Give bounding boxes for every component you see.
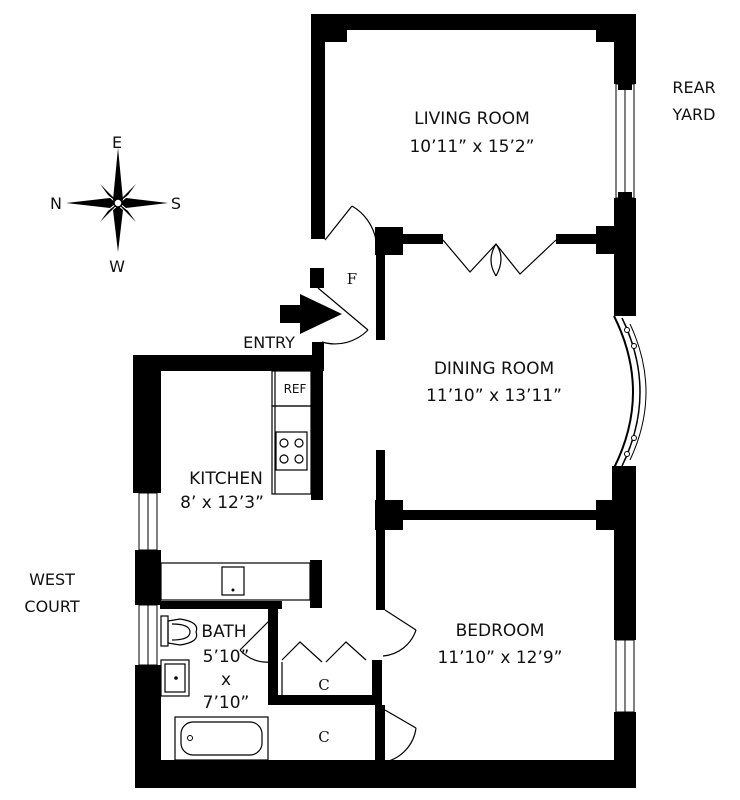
living-room-window	[615, 83, 635, 199]
dining-room-dimensions: 11’10” x 13’11”	[426, 386, 562, 406]
bedroom-name: BEDROOM	[456, 621, 545, 641]
stove	[275, 431, 308, 471]
compass-east-label: E	[112, 133, 122, 152]
lower-counter	[160, 562, 311, 601]
bathtub	[174, 716, 269, 761]
entry-door	[317, 287, 369, 345]
kitchen-dimensions: 8’ x 12’3”	[180, 493, 264, 513]
closet-1-doors	[281, 641, 367, 695]
walls	[133, 14, 636, 788]
compass-north-label: N	[50, 194, 62, 213]
dining-room-name: DINING ROOM	[434, 359, 554, 379]
closet-2-label: C	[318, 728, 329, 746]
compass-west-label: W	[109, 257, 125, 276]
foyer-closet-door	[324, 205, 377, 241]
west-court-label-line2: COURT	[24, 597, 79, 616]
bath-sink	[160, 659, 190, 697]
refrigerator-label: REF	[284, 382, 307, 396]
kitchen-sink	[221, 566, 245, 596]
rear-yard-label-line1: REAR	[672, 78, 715, 97]
closet-2-door	[384, 709, 417, 763]
west-court-label-line1: WEST	[29, 570, 75, 589]
foyer-closet-label: F	[347, 270, 357, 288]
bedroom-window	[615, 639, 635, 713]
compass-south-label: S	[171, 194, 181, 213]
kitchen-counter	[271, 405, 312, 495]
living-dining-folding-doors	[442, 239, 557, 277]
bedroom-dimensions: 11’10” x 12’9”	[437, 648, 562, 668]
bedroom-door	[382, 609, 417, 657]
bath-door	[239, 611, 279, 663]
kitchen-window	[138, 492, 158, 551]
closet-1-label: C	[318, 676, 329, 694]
kitchen-name: KITCHEN	[189, 469, 263, 489]
living-room-name: LIVING ROOM	[414, 109, 530, 129]
living-room-dimensions: 10’11” x 15’2”	[409, 137, 534, 157]
bath-dimension-2: 7’10”	[203, 693, 250, 713]
entry-label: ENTRY	[243, 333, 295, 352]
compass-rose: E W N S	[50, 133, 181, 276]
windows	[138, 83, 647, 713]
bath-name: BATH	[201, 622, 246, 642]
entry-arrow	[280, 294, 342, 334]
bath-dimension-x: x	[221, 670, 231, 690]
toilet	[160, 615, 198, 647]
bath-window	[138, 604, 158, 666]
rear-yard-label-line2: YARD	[672, 105, 716, 124]
doors	[239, 205, 557, 763]
fixtures	[160, 294, 342, 761]
dining-room-bay-window	[613, 315, 647, 469]
bath-dimension-1: 5’10”	[203, 647, 250, 667]
